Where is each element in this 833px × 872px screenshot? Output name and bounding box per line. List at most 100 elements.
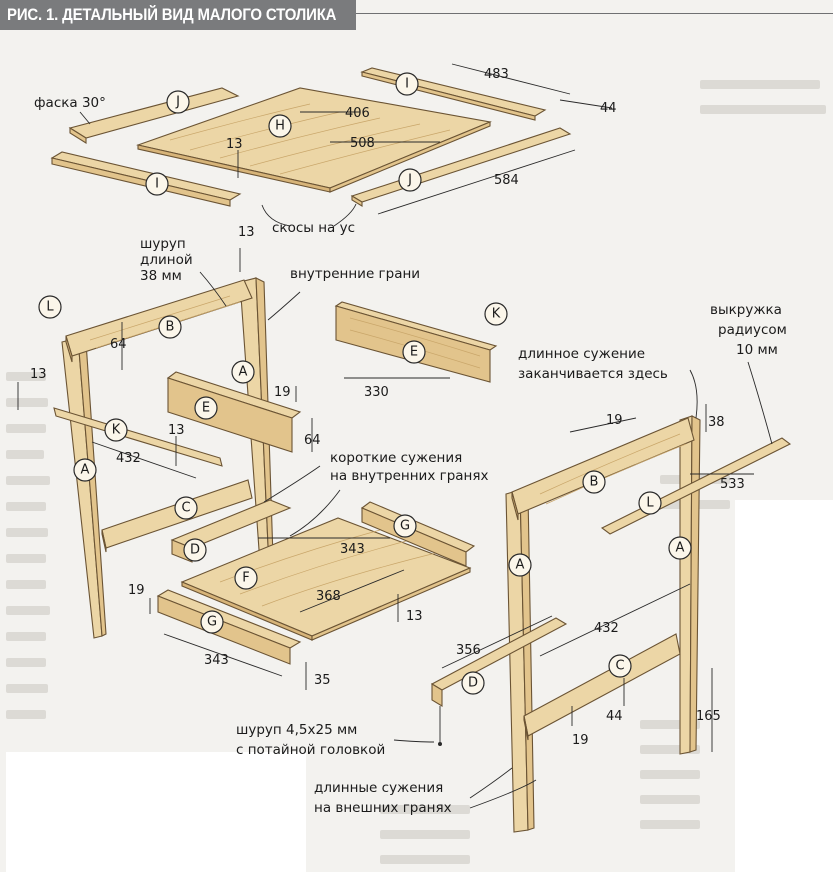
tag-A-3: A bbox=[668, 536, 692, 560]
dim-19-E: 19 bbox=[274, 385, 291, 400]
label-inner-faces: внутренние грани bbox=[290, 266, 420, 282]
svg-text:J: J bbox=[175, 95, 180, 110]
right-leg-front-A bbox=[505, 489, 535, 833]
label-screw2-2: с потайной головкой bbox=[236, 742, 385, 758]
dim-483: 483 bbox=[484, 67, 509, 82]
tag-E-1: E bbox=[402, 340, 426, 364]
top-panel-H bbox=[136, 87, 492, 193]
right-apron-B bbox=[511, 417, 695, 521]
dim-35-G: 35 bbox=[314, 673, 331, 688]
label-screw-1: шуруп bbox=[140, 236, 186, 252]
tag-A-1: A bbox=[231, 360, 255, 384]
rail-E-left bbox=[166, 371, 302, 453]
svg-text:F: F bbox=[242, 571, 249, 586]
tag-L-2: L bbox=[638, 491, 662, 515]
label-chamfer: фаска 30° bbox=[34, 95, 106, 111]
tag-C-2: C bbox=[608, 654, 632, 678]
label-long-taper-end-1: длинное сужение bbox=[518, 346, 645, 362]
dim-508: 508 bbox=[350, 136, 375, 151]
rail-I-front bbox=[50, 151, 242, 207]
svg-text:J: J bbox=[407, 173, 412, 188]
tag-F: F bbox=[234, 566, 258, 590]
svg-text:E: E bbox=[202, 401, 210, 416]
svg-text:D: D bbox=[468, 676, 478, 691]
svg-text:G: G bbox=[400, 519, 410, 534]
tag-A-2: A bbox=[73, 458, 97, 482]
svg-text:A: A bbox=[516, 558, 525, 573]
svg-text:I: I bbox=[405, 77, 409, 92]
svg-text:A: A bbox=[676, 541, 685, 556]
tag-C-1: C bbox=[174, 496, 198, 520]
tag-B-1: B bbox=[158, 315, 182, 339]
tag-E-2: E bbox=[194, 396, 218, 420]
svg-text:I: I bbox=[155, 177, 159, 192]
dim-406: 406 bbox=[345, 106, 370, 121]
svg-text:C: C bbox=[615, 659, 624, 674]
tag-J-1: J bbox=[166, 90, 190, 114]
label-screw-2: длиной bbox=[140, 252, 193, 268]
tag-K-1: K bbox=[484, 302, 508, 326]
svg-text:B: B bbox=[590, 475, 599, 490]
tag-G-2: G bbox=[200, 610, 224, 634]
svg-text:L: L bbox=[46, 300, 54, 315]
title-rule bbox=[356, 13, 833, 14]
svg-text:A: A bbox=[239, 365, 248, 380]
svg-text:D: D bbox=[190, 543, 200, 558]
label-long-tapers-1: длинные сужения bbox=[314, 780, 443, 796]
right-rail-D bbox=[430, 617, 568, 707]
svg-text:A: A bbox=[81, 463, 90, 478]
dim-19-R: 19 bbox=[606, 413, 623, 428]
dim-432-K: 432 bbox=[116, 451, 141, 466]
dim-44: 44 bbox=[600, 101, 617, 116]
dim-533-L: 533 bbox=[720, 477, 745, 492]
label-cove-3: 10 мм bbox=[736, 342, 778, 358]
shelf-panel-F bbox=[180, 517, 472, 641]
dim-13-leg: 13 bbox=[238, 225, 255, 240]
tag-A-4: A bbox=[508, 553, 532, 577]
dim-64-apron: 64 bbox=[110, 337, 127, 352]
right-leg-back-A bbox=[679, 415, 701, 755]
dim-19-G: 19 bbox=[128, 583, 145, 598]
label-long-taper-end-2: заканчивается здесь bbox=[518, 366, 668, 382]
dim-13-left: 13 bbox=[30, 367, 47, 382]
tag-I-1: I bbox=[395, 72, 419, 96]
rail-G-back bbox=[360, 501, 476, 567]
dim-584: 584 bbox=[494, 173, 519, 188]
svg-text:E: E bbox=[410, 345, 418, 360]
dim-44-C: 44 bbox=[606, 709, 623, 724]
label-short-taper-2: на внутренних гранях bbox=[330, 468, 488, 484]
label-screw-3: 38 мм bbox=[140, 268, 182, 284]
label-miters: скосы на ус bbox=[272, 220, 355, 236]
tag-H: H bbox=[268, 114, 292, 138]
svg-text:K: K bbox=[492, 307, 501, 322]
tag-J-2: J bbox=[398, 168, 422, 192]
label-cove-1: выкружка bbox=[710, 302, 782, 318]
dim-330: 330 bbox=[364, 385, 389, 400]
tag-K-2: K bbox=[104, 418, 128, 442]
svg-text:L: L bbox=[646, 496, 654, 511]
left-leg-front-A bbox=[61, 337, 107, 639]
right-rail-C bbox=[523, 633, 681, 741]
dim-13-K: 13 bbox=[168, 423, 185, 438]
tag-D-1: D bbox=[183, 538, 207, 562]
dim-165: 165 bbox=[696, 709, 721, 724]
tag-B-2: B bbox=[582, 470, 606, 494]
rail-K bbox=[53, 407, 223, 467]
dim-368-F: 368 bbox=[316, 589, 341, 604]
dim-13-F: 13 bbox=[406, 609, 423, 624]
left-apron-B bbox=[65, 279, 253, 363]
dim-38-R: 38 bbox=[708, 415, 725, 430]
svg-text:C: C bbox=[181, 501, 190, 516]
tag-L-1: L bbox=[38, 295, 62, 319]
label-cove-2: радиусом bbox=[718, 322, 787, 338]
figure-title: РИС. 1. ДЕТАЛЬНЫЙ ВИД МАЛОГО СТОЛИКА bbox=[7, 5, 337, 24]
rail-G-front bbox=[156, 589, 302, 665]
label-screw2-1: шуруп 4,5х25 мм bbox=[236, 722, 357, 738]
dim-432-C: 432 bbox=[594, 621, 619, 636]
dim-64-E: 64 bbox=[304, 433, 321, 448]
dim-13-top: 13 bbox=[226, 137, 243, 152]
svg-text:K: K bbox=[112, 423, 121, 438]
label-short-taper-1: короткие сужения bbox=[330, 450, 462, 466]
svg-text:H: H bbox=[275, 119, 285, 134]
